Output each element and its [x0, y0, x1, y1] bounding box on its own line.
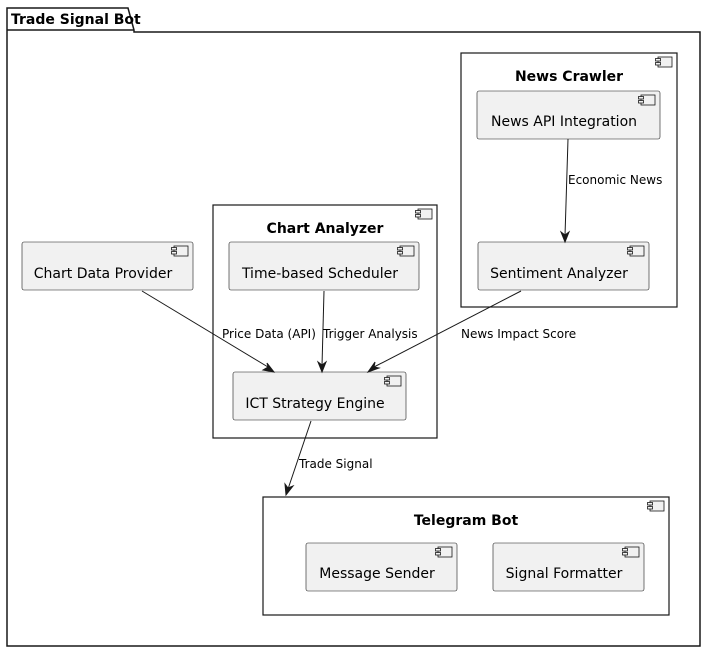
arrowhead	[261, 362, 276, 373]
component-signal-formatter: Signal Formatter	[492, 542, 645, 592]
arrowhead	[559, 230, 571, 244]
component-label: News API Integration	[491, 114, 637, 130]
component-icon	[171, 245, 189, 257]
edge-label: Price Data (API)	[222, 327, 316, 341]
component-icon	[622, 546, 640, 558]
arrowhead	[284, 482, 295, 497]
group-title: Telegram Bot	[414, 513, 519, 529]
component-label: ICT Strategy Engine	[245, 396, 384, 412]
component-icon	[627, 245, 645, 257]
arrowhead	[316, 360, 328, 374]
component-chart-data-provider: Chart Data Provider	[21, 241, 194, 291]
edge-trade-signal: Trade Signal	[284, 420, 373, 497]
edge-label: Trigger Analysis	[322, 327, 418, 341]
arrowhead	[366, 361, 381, 374]
component-icon	[647, 500, 665, 512]
component-icon	[435, 546, 453, 558]
component-label: Sentiment Analyzer	[490, 266, 628, 282]
component-label: Time-based Scheduler	[241, 266, 398, 282]
component-icon	[415, 208, 433, 220]
package-trade-signal-bot: Trade Signal Bot	[6, 7, 701, 647]
component-ict-strategy-engine: ICT Strategy Engine	[232, 371, 407, 421]
component-icon	[638, 94, 656, 106]
edge-label: News Impact Score	[461, 327, 576, 341]
component-time-based-scheduler: Time-based Scheduler	[228, 241, 420, 291]
edge-price-data: Price Data (API)	[141, 290, 316, 373]
component-sentiment-analyzer: Sentiment Analyzer	[477, 241, 650, 291]
package-title: Trade Signal Bot	[11, 12, 141, 28]
component-icon	[384, 375, 402, 387]
edge-economic-news: Economic News	[559, 138, 662, 244]
component-icon	[397, 245, 415, 257]
component-news-api-integration: News API Integration	[476, 90, 661, 140]
group-title: News Crawler	[515, 69, 623, 85]
group-title: Chart Analyzer	[267, 221, 384, 237]
component-icon	[655, 56, 673, 68]
component-message-sender: Message Sender	[305, 542, 458, 592]
edge-label: Economic News	[568, 173, 662, 187]
component-label: Signal Formatter	[506, 566, 623, 582]
component-label: Message Sender	[319, 566, 435, 582]
edge-label: Trade Signal	[298, 457, 373, 471]
component-label: Chart Data Provider	[34, 266, 173, 282]
edge-trigger-analysis: Trigger Analysis	[316, 290, 418, 374]
edge-news-impact-score: News Impact Score	[366, 290, 576, 374]
